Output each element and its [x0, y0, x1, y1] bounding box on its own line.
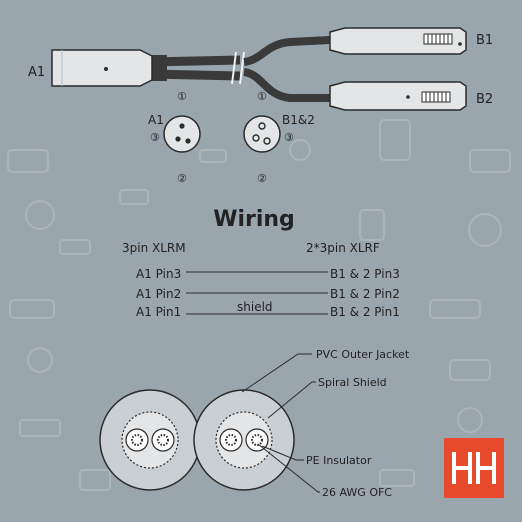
pinout-female-label: B1&2 [282, 113, 315, 127]
connector-a1-label: A1 [28, 65, 45, 80]
callout-lines [241, 353, 320, 493]
wiring-left-header: 3pin XLRM [122, 241, 186, 255]
hosa-logo-icon [444, 438, 504, 498]
connector-b1 [329, 27, 467, 55]
cable-split [243, 36, 331, 102]
cross-section-right [193, 389, 295, 491]
wiring-row-right: B1 & 2 Pin3 [330, 267, 400, 281]
pinout-male-label: A1 [148, 113, 164, 127]
connector-b2-label: B2 [476, 92, 493, 107]
cable-a1 [145, 55, 241, 81]
wiring-row-pin2: A1 Pin2 B1 & 2 Pin2 [136, 287, 400, 301]
shield-label: shield [237, 300, 273, 314]
cable-break-mark [231, 51, 245, 85]
wiring-right-header: 2*3pin XLRF [306, 241, 380, 255]
pinout-male-face [163, 115, 201, 153]
connector-b2 [329, 81, 467, 111]
label-spiral-shield: Spiral Shield [318, 376, 387, 389]
wiring-row-right: B1 & 2 Pin2 [330, 287, 400, 301]
pinout-female-face [243, 115, 281, 153]
wiring-title: Wiring [213, 207, 295, 232]
wiring-row-left: A1 Pin1 [136, 305, 181, 319]
pinout-female-pin3: ③ [284, 131, 294, 144]
wiring-row-left: A1 Pin3 [136, 267, 181, 281]
background-pattern [7, 119, 511, 491]
connector-b1-label: B1 [476, 33, 493, 48]
cross-section-left [99, 389, 201, 491]
pinout-female-pin1: ① [257, 90, 267, 103]
wiring-row-pin3: A1 Pin3 B1 & 2 Pin3 [136, 267, 400, 281]
pinout-male-pin1: ① [177, 90, 187, 103]
pinout-female-pin2: ② [257, 172, 267, 185]
wiring-row-left: A1 Pin2 [136, 287, 181, 301]
connector-a1 [51, 49, 153, 87]
pinout-male-pin2: ② [177, 172, 187, 185]
pinout-male-pin3: ③ [150, 131, 160, 144]
label-pe-insulator: PE Insulator [306, 454, 372, 467]
wiring-row-right: B1 & 2 Pin1 [330, 305, 400, 319]
label-pvc-jacket: PVC Outer Jacket [316, 348, 410, 361]
label-awg-ofc: 26 AWG OFC [322, 486, 392, 499]
wiring-row-pin1: A1 Pin1 B1 & 2 Pin1 shield [136, 300, 400, 319]
